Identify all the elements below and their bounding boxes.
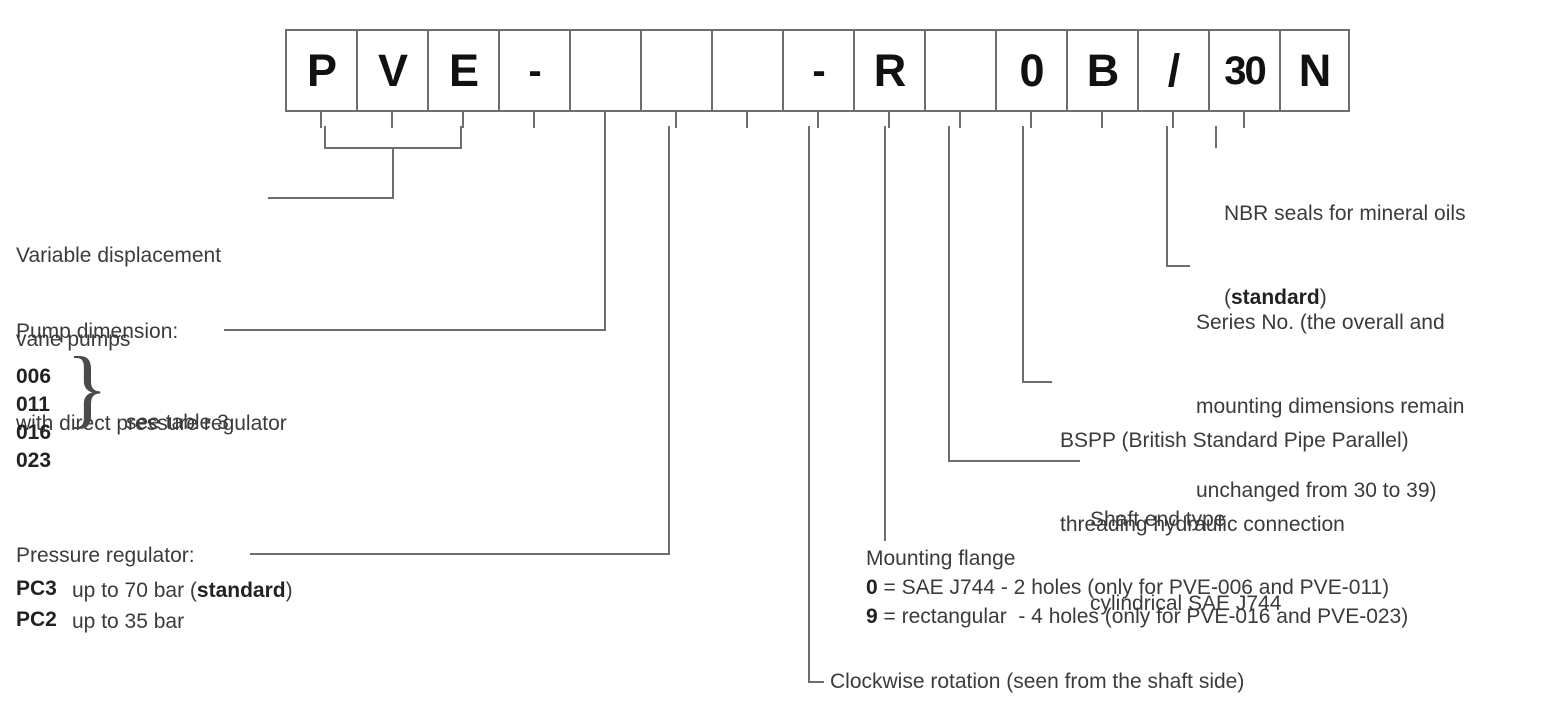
code-cell-11[interactable]: 0: [995, 29, 1066, 112]
pump-dimension-option-016: 016: [16, 421, 52, 444]
pc3-desc-plain: up to 70 bar (: [72, 579, 197, 602]
seals-paren-close: ): [1319, 286, 1327, 309]
tick-stub-9: [888, 112, 890, 128]
leader-product-to-text: [268, 197, 394, 199]
callout-bspp-line2: threading hydraulic connection: [1060, 513, 1345, 536]
callout-mounting-flange-row-0: 0 = SAE J744 - 2 holes (only for PVE-006…: [866, 574, 1389, 602]
flange-code-9: 9: [866, 605, 878, 628]
code-cell-14[interactable]: 30: [1208, 29, 1279, 112]
leader-series-horz: [1166, 265, 1190, 267]
pc3-desc-tail: ): [285, 579, 293, 602]
seals-standard: standard: [1231, 286, 1320, 309]
callout-pump-dimension-label: Pump dimension:: [16, 320, 179, 343]
leader-series-vert: [1166, 126, 1168, 267]
callout-series-no-line3: unchanged from 30 to 39): [1196, 479, 1437, 502]
leader-flange-vert: [884, 126, 886, 541]
callout-seals: NBR seals for mineral oils (standard): [1224, 144, 1466, 368]
pc2-desc-plain: up to 35 bar: [72, 610, 185, 633]
tick-stub-12: [1101, 112, 1103, 128]
callout-product: Variable displacement vane pumps with di…: [16, 186, 287, 494]
pump-dimension-option-011: 011: [16, 393, 50, 416]
code-cell-9[interactable]: R: [853, 29, 924, 112]
callout-mounting-flange-row-9: 9 = rectangular - 4 holes (only for PVE-…: [866, 603, 1408, 631]
code-cell-1[interactable]: P: [285, 29, 356, 112]
code-cell-13[interactable]: /: [1137, 29, 1208, 112]
code-cell-6[interactable]: [640, 29, 711, 112]
callout-mounting-flange-title: Mounting flange: [866, 547, 1016, 570]
tick-stub-8: [817, 112, 819, 128]
leader-pressreg-horz: [250, 553, 670, 555]
leader-product-left-vert: [324, 126, 326, 149]
pump-dimension-brace-icon: }: [66, 340, 109, 437]
flange-text-9: = rectangular - 4 holes (only for PVE-01…: [877, 605, 1409, 628]
callout-bspp-line1: BSPP (British Standard Pipe Parallel): [1060, 429, 1409, 452]
callout-seals-line2: (standard): [1224, 284, 1466, 312]
pump-dimension-option-023: 023: [16, 449, 52, 472]
tick-stub-3: [462, 112, 464, 128]
leader-shaft-horz: [948, 460, 1080, 462]
code-cell-3[interactable]: E: [427, 29, 498, 112]
callout-seals-line1: NBR seals for mineral oils: [1224, 202, 1466, 225]
callout-series-no-line1: Series No. (the overall and: [1196, 311, 1445, 334]
pump-dimension-brace-note: see table 3: [126, 411, 229, 434]
code-cell-4[interactable]: -: [498, 29, 569, 112]
code-cell-10[interactable]: [924, 29, 995, 112]
code-cell-2[interactable]: V: [356, 29, 427, 112]
pump-dimension-option-006: 006: [16, 365, 52, 388]
tick-stub-5: [604, 112, 606, 128]
tick-stub-14: [1243, 112, 1245, 128]
code-cell-12[interactable]: B: [1066, 29, 1137, 112]
callout-shaft-end-line1: Shaft end type: [1090, 508, 1226, 531]
pressure-regulator-code-pc3: PC3: [16, 577, 57, 600]
code-cell-5[interactable]: [569, 29, 640, 112]
tick-stub-13: [1172, 112, 1174, 128]
callout-rotation: Clockwise rotation (seen from the shaft …: [830, 670, 1245, 693]
leader-pumpdim-vert: [604, 126, 606, 331]
callout-product-line3: with direct pressure regulator: [16, 412, 287, 435]
tick-stub-6: [675, 112, 677, 128]
pressure-regulator-desc-pc2: up to 35 bar: [72, 608, 184, 636]
tick-stub-4: [533, 112, 535, 128]
model-code-row: P V E - - R 0 B / 30 N: [285, 29, 1350, 112]
tick-stub-1: [320, 112, 322, 128]
code-cell-8[interactable]: -: [782, 29, 853, 112]
leader-bspp-horz: [1022, 381, 1052, 383]
tick-stub-11: [1030, 112, 1032, 128]
callout-product-line2: vane pumps: [16, 328, 131, 351]
pressure-regulator-code-pc2: PC2: [16, 608, 57, 631]
callout-shaft-end: Shaft end type cylindrical SAE J744: [1090, 450, 1281, 674]
callout-series-no: Series No. (the overall and mounting dim…: [1196, 253, 1464, 561]
leader-pressreg-vert: [668, 126, 670, 555]
leader-rotation-horz: [808, 681, 824, 683]
leader-pumpdim-horz: [224, 329, 606, 331]
seals-paren-open: (: [1224, 286, 1231, 309]
pressure-regulator-desc-pc3: up to 70 bar (standard): [72, 577, 293, 605]
leader-rotation-vert: [808, 126, 810, 683]
leader-seals-vert: [1215, 126, 1217, 148]
leader-product-drop: [392, 147, 394, 199]
leader-product-right-vert: [460, 126, 462, 149]
leader-shaft-vert: [948, 126, 950, 462]
callout-product-line1: Variable displacement: [16, 244, 222, 267]
callout-series-no-line2: mounting dimensions remain: [1196, 395, 1465, 418]
pc3-desc-bold: standard: [196, 579, 286, 602]
callout-shaft-end-line2: cylindrical SAE J744: [1090, 592, 1282, 615]
flange-code-0: 0: [866, 576, 878, 599]
tick-stub-10: [959, 112, 961, 128]
flange-text-0: = SAE J744 - 2 holes (only for PVE-006 a…: [877, 576, 1390, 599]
callout-pressure-regulator-label: Pressure regulator:: [16, 544, 195, 567]
callout-bspp: BSPP (British Standard Pipe Parallel) th…: [1060, 371, 1409, 595]
tick-stub-2: [391, 112, 393, 128]
code-cell-15[interactable]: N: [1279, 29, 1350, 112]
code-cell-7[interactable]: [711, 29, 782, 112]
tick-stub-7: [746, 112, 748, 128]
leader-bspp-vert: [1022, 126, 1024, 383]
